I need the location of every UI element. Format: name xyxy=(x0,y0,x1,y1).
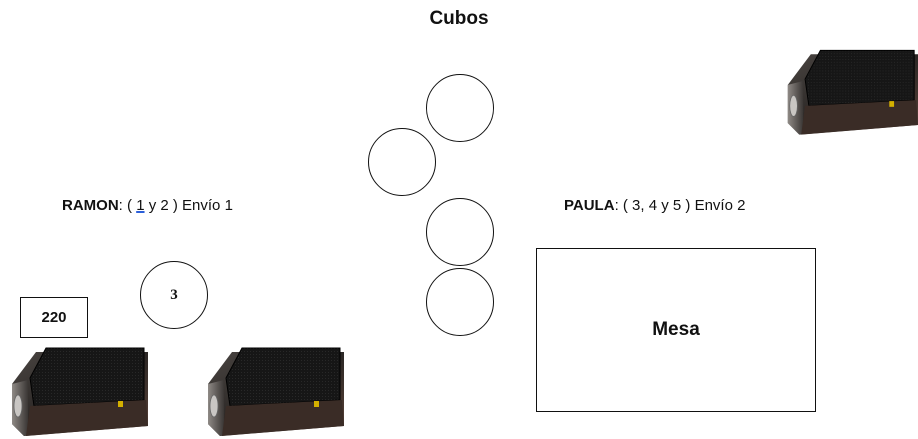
paula-name: PAULA xyxy=(564,197,615,214)
paula-rest: : ( 3, 4 y 5 ) Envío 2 xyxy=(614,197,746,214)
paula-label: PAULA: ( 3, 4 y 5 ) Envío 2 xyxy=(564,197,745,214)
ramon-num1: 1 xyxy=(136,197,145,214)
stage-monitor-speaker-icon xyxy=(8,344,148,439)
ramon-label: RAMON: ( 1 y 2 ) Envío 1 xyxy=(62,197,233,214)
circle-number: 3 xyxy=(170,286,178,303)
stage-monitor-speaker-icon xyxy=(784,44,918,140)
cube-circle-2 xyxy=(368,128,436,196)
cube-circle-labelled: 3 xyxy=(140,261,208,329)
value-box-text: 220 xyxy=(41,309,67,326)
stage-monitor-speaker-icon xyxy=(204,344,344,439)
table-rect: Mesa xyxy=(536,248,816,412)
cube-circle-1 xyxy=(426,74,494,142)
cube-circle-4 xyxy=(426,268,494,336)
ramon-rest: y 2 ) Envío 1 xyxy=(144,197,233,214)
table-label: Mesa xyxy=(652,319,700,340)
value-box: 220 xyxy=(20,297,88,338)
page-title: Cubos xyxy=(429,8,489,29)
cube-circle-3 xyxy=(426,198,494,266)
ramon-sep: : ( xyxy=(118,197,133,214)
ramon-name: RAMON xyxy=(62,197,119,214)
